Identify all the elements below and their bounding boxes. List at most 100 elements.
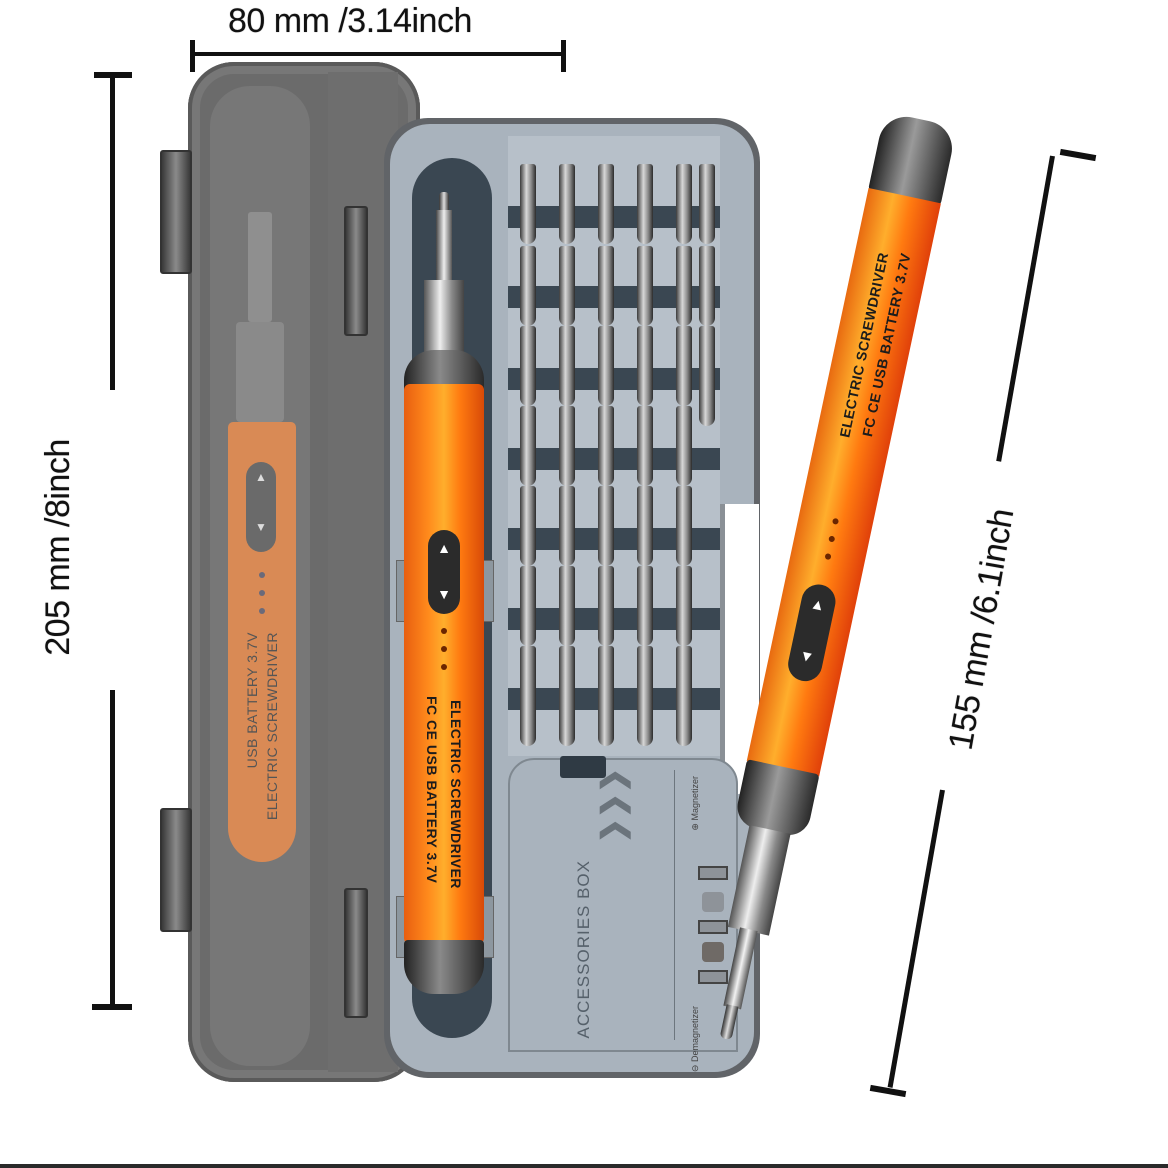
lid-switch-up-icon: ▲ [255,470,267,484]
cert-marks-icon: FC CE [424,696,440,741]
width-dimension-line [192,52,566,56]
lid-pen-shaft [248,212,272,322]
accessories-box[interactable]: ❯❯❯ ACCESSORIES BOX ⊕ Magnetizer ⊖ Demag… [508,756,738,1072]
latch-bottom[interactable] [344,888,368,1018]
bit[interactable] [637,326,653,406]
lid-label-line2: USB BATTERY 3.7V [244,632,260,769]
lid-dot-icon [259,590,265,596]
bit[interactable] [676,486,692,566]
accessories-box-latch[interactable] [560,756,606,778]
bit[interactable] [520,486,536,566]
magnetizer-slot [698,866,728,880]
bit[interactable] [676,566,692,646]
bit[interactable] [598,326,614,406]
screwdriver-length-line-bottom [887,789,945,1088]
bit[interactable] [598,566,614,646]
bit[interactable] [559,646,575,746]
bit[interactable] [637,646,653,746]
bit[interactable] [637,406,653,486]
case-length-line-bottom [110,690,115,1008]
bit[interactable] [598,486,614,566]
lid-label-line1: ELECTRIC SCREWDRIVER [264,632,280,821]
bit-grid [508,136,720,756]
front-cap [733,759,820,840]
magnetizer-divider [674,770,675,1040]
chevrons-icon: ❯❯❯ [597,767,631,844]
lid-dot-icon [259,572,265,578]
magnetizer-slot [698,970,728,984]
bit[interactable] [699,164,715,244]
bit[interactable] [598,246,614,326]
arrow-down-icon: ▼ [437,586,451,602]
cert-marks-icon: FC CE [859,391,884,439]
bit[interactable] [637,486,653,566]
label-electric-screwdriver: ELECTRIC SCREWDRIVER [448,700,464,889]
magnetizer-pad[interactable] [702,892,724,912]
indicator-dot-icon [441,646,447,652]
bit-tip [439,192,449,214]
indicator-dot-icon [828,535,836,543]
indicator-dot-icon [441,664,447,670]
direction-switch[interactable]: ▲ ▼ [784,581,839,685]
accessories-box-label: ACCESSORIES BOX [574,860,593,1039]
width-dimension-tick-right [561,40,566,72]
bit[interactable] [699,326,715,426]
chuck-collar [727,825,791,936]
bit[interactable] [676,246,692,326]
bit-shaft [723,927,758,1010]
label-usb-battery: FC CE USB BATTERY 3.7V [424,696,440,884]
side-cutout [720,504,759,794]
bit[interactable] [520,646,536,746]
bit-shaft [436,210,452,282]
bit[interactable] [559,326,575,406]
bit[interactable] [520,406,536,486]
direction-switch[interactable]: ▲ ▼ [428,530,460,614]
lid-screwdriver-reflection: ▲ ▼ ELECTRIC SCREWDRIVER USB BATTERY 3.7… [228,422,296,862]
bit[interactable] [520,326,536,406]
bit-tip [719,1004,739,1041]
tray-face: ❯❯❯ ACCESSORIES BOX ⊕ Magnetizer ⊖ Demag… [390,124,759,1072]
rear-cap [404,940,484,994]
arrow-up-icon: ▲ [437,540,451,556]
bit[interactable] [676,326,692,406]
lid-pen-collar [236,322,284,422]
bit[interactable] [598,164,614,244]
width-dimension-tick-left [190,40,195,72]
bit[interactable] [559,566,575,646]
bit[interactable] [559,486,575,566]
bit[interactable] [676,406,692,486]
magnetizer-slot [698,920,728,934]
lid-pen-switch: ▲ ▼ [246,462,276,552]
bit[interactable] [637,164,653,244]
bit[interactable] [676,164,692,244]
bit[interactable] [559,164,575,244]
bottom-border [0,1164,1168,1168]
bit[interactable] [637,246,653,326]
case-length-tick-bottom [92,1004,132,1010]
bit[interactable] [520,164,536,244]
indicator-dot-icon [824,553,832,561]
arrow-up-icon: ▲ [808,595,827,615]
chuck-collar [424,280,464,356]
screwdriver-body: ▲ ▼ ELECTRIC SCREWDRIVER FC CE USB BATTE… [404,384,484,944]
width-dimension-label: 80 mm /3.14inch [228,2,472,40]
demagnetizer-pad[interactable] [702,942,724,962]
bit[interactable] [676,646,692,746]
bit[interactable] [559,246,575,326]
bit[interactable] [598,646,614,746]
case-length-line-top [110,74,115,390]
bit[interactable] [598,406,614,486]
bit[interactable] [699,246,715,326]
latch-top[interactable] [344,206,368,336]
bit[interactable] [520,246,536,326]
arrow-down-icon: ▼ [797,646,816,667]
hinge-bottom[interactable] [160,808,192,932]
hinge-top[interactable] [160,150,192,274]
bit[interactable] [520,566,536,646]
lid-switch-down-icon: ▼ [255,520,267,534]
bit[interactable] [559,406,575,486]
bit[interactable] [637,566,653,646]
lid-dot-icon [259,608,265,614]
screwdriver-length-line-top [996,155,1055,462]
indicator-dot-icon [831,517,840,525]
